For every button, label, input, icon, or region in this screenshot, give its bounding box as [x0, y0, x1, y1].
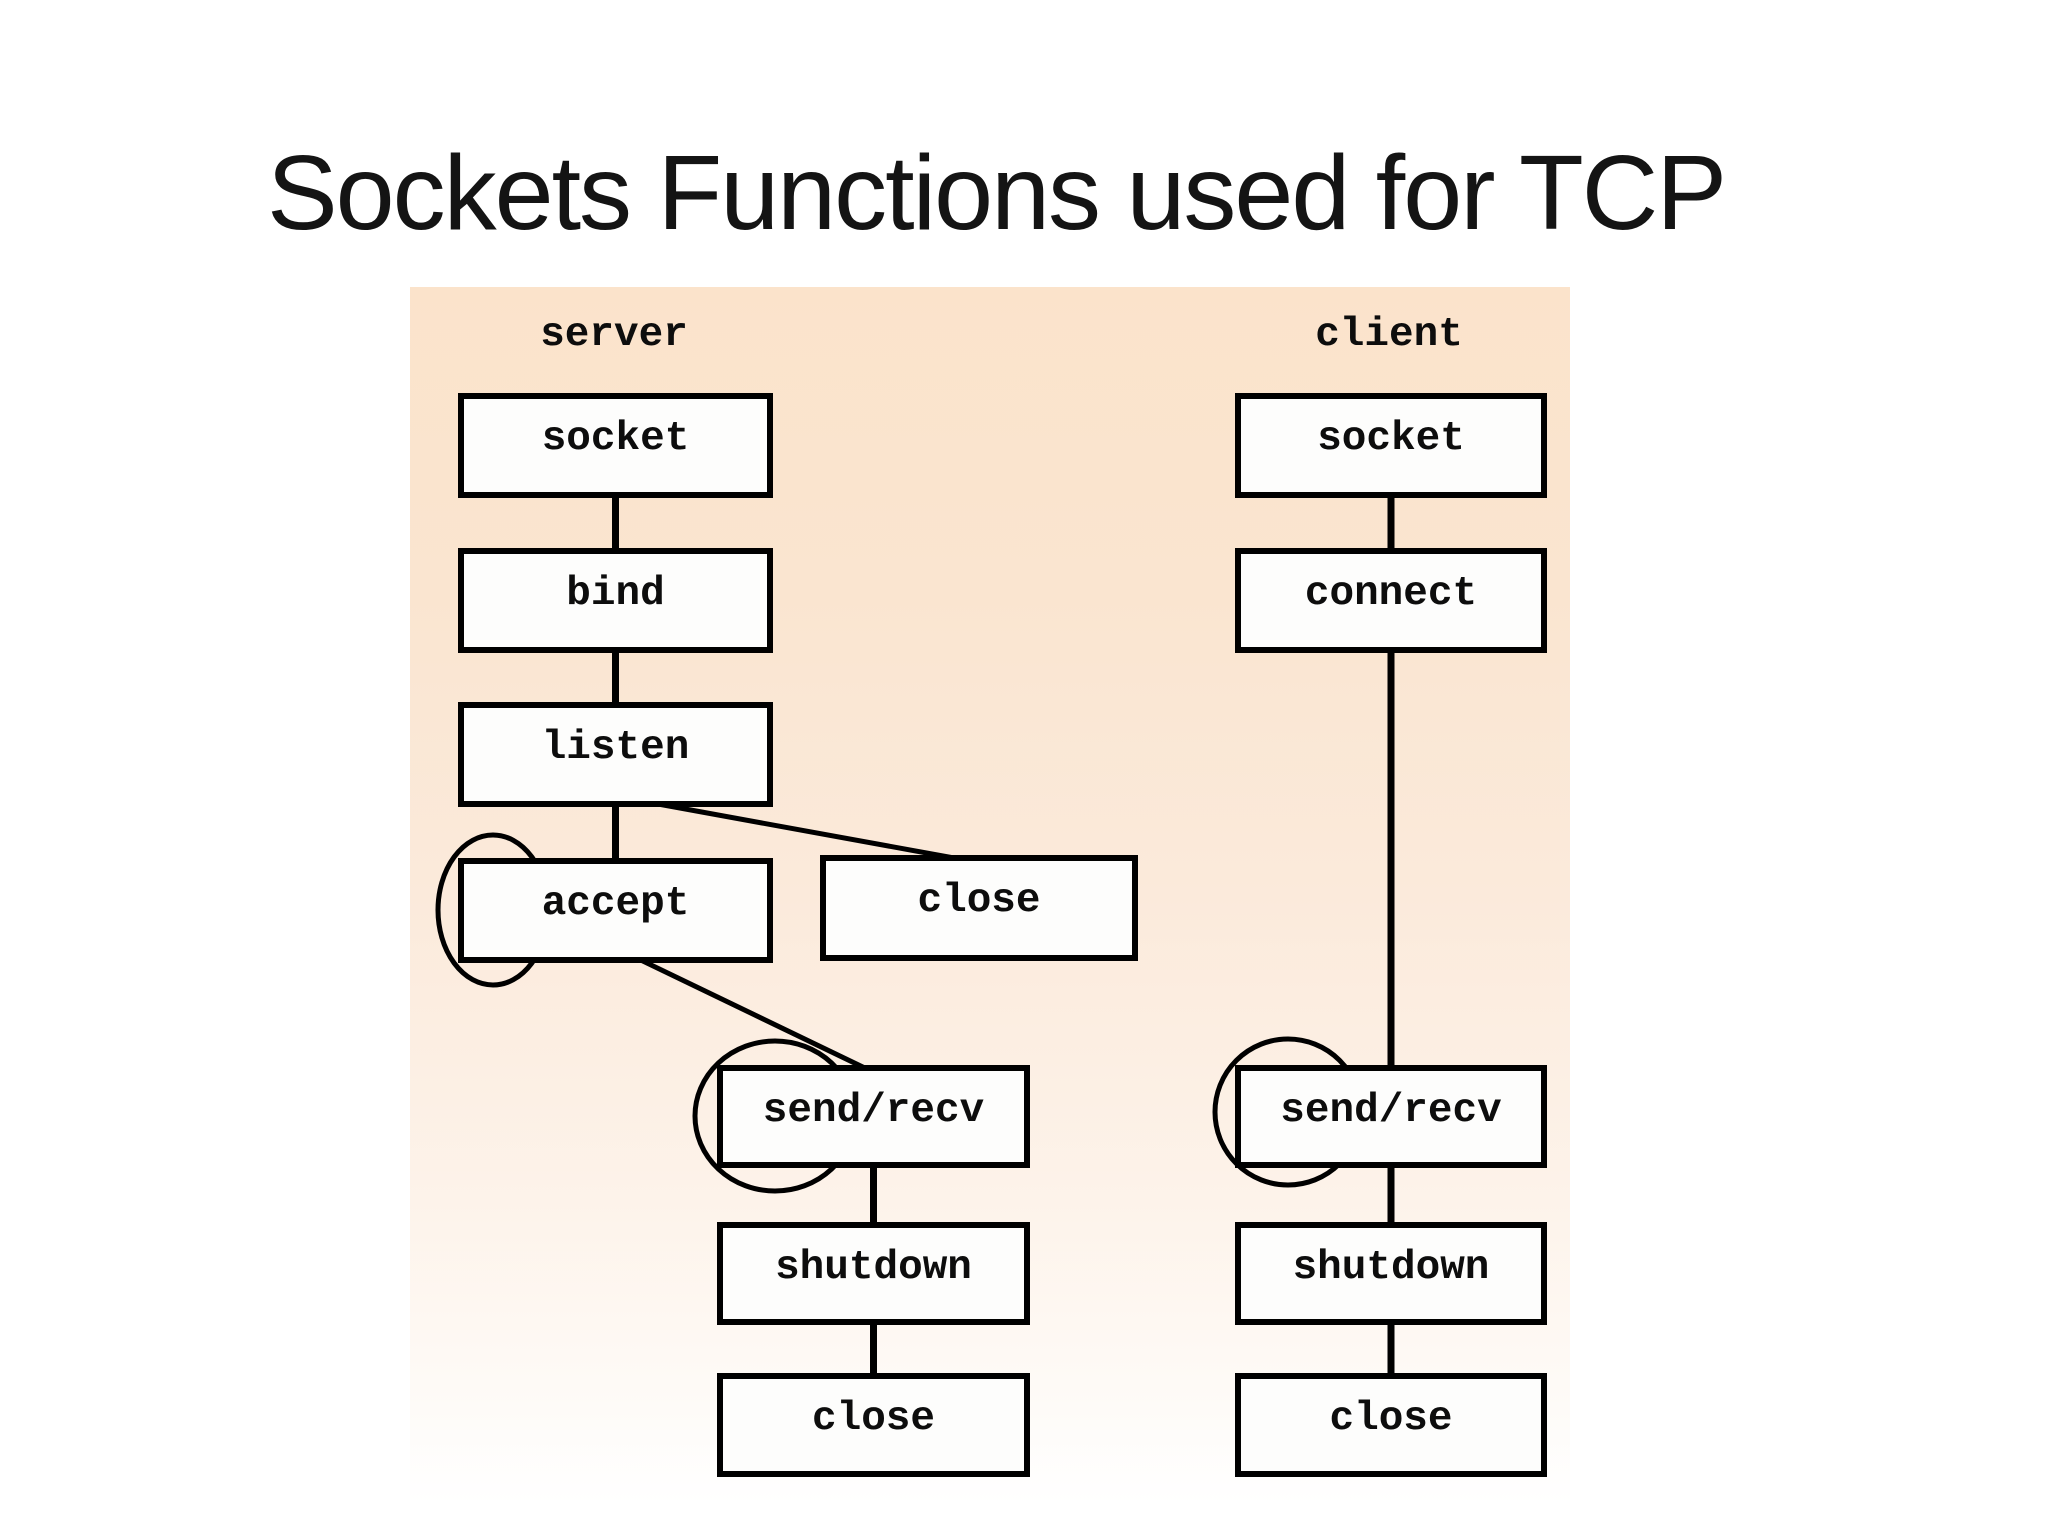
server-listen-box: listen [458, 702, 773, 807]
client-socket-label: socket [1317, 416, 1465, 462]
client-close-label: close [1329, 1396, 1453, 1442]
server-bind-label: bind [566, 571, 665, 617]
server-shutdown-box: shutdown [717, 1222, 1030, 1325]
listen-to-close-connector [624, 795, 966, 863]
client-shutdown-box: shutdown [1235, 1222, 1547, 1325]
server-accept-box: accept [458, 858, 773, 963]
accept-to-sendrecv-connector [618, 947, 871, 1073]
client-socket-box: socket [1235, 393, 1547, 498]
server-socket-label: socket [541, 416, 690, 462]
client-column-label: client [1315, 312, 1463, 358]
client-connect-label: connect [1304, 571, 1478, 617]
client-connect-box: connect [1235, 548, 1547, 653]
server-accept-label: accept [541, 881, 690, 927]
server-shutdown-label: shutdown [775, 1245, 972, 1291]
client-sendrecv-label: send/recv [1280, 1088, 1502, 1134]
server-close-branch-label: close [917, 878, 1041, 924]
server-listen-label: listen [541, 725, 690, 771]
server-sendrecv-label: send/recv [762, 1088, 985, 1134]
server-close-box: close [717, 1373, 1030, 1477]
slide-title: Sockets Functions used for TCP [266, 134, 1727, 252]
server-bind-box: bind [458, 548, 773, 653]
server-column-label: server [540, 312, 688, 358]
server-close-label: close [811, 1396, 936, 1442]
client-sendrecv-box: send/recv [1235, 1065, 1547, 1168]
server-sendrecv-box: send/recv [717, 1065, 1030, 1168]
server-socket-box: socket [458, 393, 773, 498]
client-shutdown-label: shutdown [1292, 1245, 1490, 1291]
server-close-branch-box: close [820, 855, 1138, 961]
client-close-box: close [1235, 1373, 1547, 1477]
